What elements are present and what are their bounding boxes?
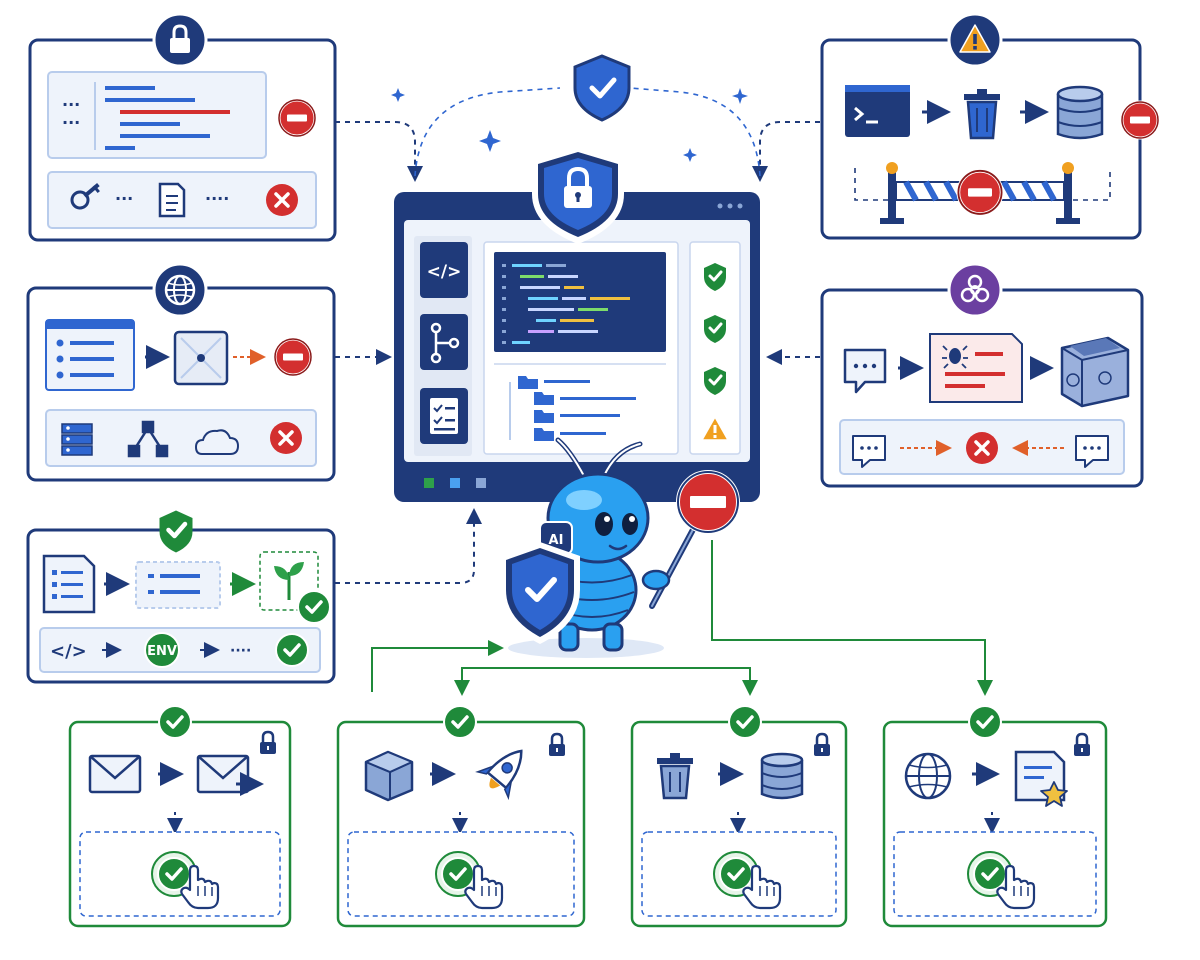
server-icon (61, 423, 93, 456)
chat-bubble-small-icon (852, 435, 886, 468)
barrier-icon (880, 162, 1080, 224)
stop-sign-icon (273, 337, 313, 377)
code-lines: ··· ··· (62, 82, 230, 150)
ai-mascot: AI (500, 437, 740, 658)
lock-shield-icon (532, 146, 624, 244)
status-column (689, 241, 741, 455)
destructive-panel (820, 12, 1160, 240)
git-branch-icon[interactable] (420, 314, 468, 370)
connectors (335, 87, 820, 584)
svg-text:ENV: ENV (147, 644, 177, 659)
quarantine-box-icon (1060, 336, 1130, 408)
approval-card-publish (882, 704, 1108, 928)
trash-icon (657, 753, 693, 800)
cloud-icon (194, 429, 240, 455)
checklist-icon[interactable] (420, 388, 468, 444)
code-icon[interactable]: </> (420, 242, 468, 298)
sapling-icon (259, 551, 332, 625)
document-star-icon (1014, 750, 1068, 807)
approve-button[interactable] (713, 851, 782, 910)
infected-document-icon (929, 333, 1023, 403)
chat-bubble-small-icon (1075, 435, 1109, 468)
warning-badge-icon (947, 12, 1003, 68)
stop-sign-paddle (649, 470, 740, 609)
file-tree (509, 376, 636, 441)
check-badge-icon (967, 704, 1003, 740)
svg-text:···: ··· (62, 113, 80, 132)
code-brackets-icon: </> (50, 641, 87, 662)
svg-text:</>: </> (427, 262, 462, 282)
rocket-icon (475, 749, 523, 801)
sidebar: </> (414, 236, 472, 456)
checklist-doc-icon (42, 554, 96, 614)
chat-bubble-icon (843, 348, 887, 394)
malware-panel (820, 262, 1144, 488)
sparkles (391, 88, 748, 162)
terminal-icon (845, 85, 910, 137)
svg-text:····: ···· (205, 189, 229, 208)
check-badge-icon (442, 704, 478, 740)
stop-sign-icon (277, 98, 317, 138)
document-icon (158, 182, 186, 218)
secrets-panel: ··· ··· ··· ···· (28, 12, 337, 242)
blocked-x-icon (964, 430, 1000, 466)
network-panel (26, 262, 336, 482)
send-mail-icon (196, 754, 264, 796)
stop-sign-icon (1120, 100, 1160, 140)
globe-icon (904, 752, 952, 800)
mascot-shield-icon (500, 542, 580, 644)
check-badge-icon (727, 704, 763, 740)
envelope-icon (88, 754, 142, 794)
lock-badge-icon (152, 12, 208, 68)
approval-card-deploy (336, 704, 586, 928)
approval-card-email (68, 704, 292, 928)
proxy-node-icon (173, 330, 229, 386)
biohazard-badge-icon (947, 262, 1003, 318)
warning-icon (701, 416, 729, 441)
green-connectors (371, 540, 993, 696)
approve-button[interactable] (435, 851, 504, 910)
check-icon (274, 632, 310, 668)
database-icon (760, 752, 804, 800)
center-app-window: </> (394, 146, 760, 502)
cube-icon (364, 750, 414, 802)
database-icon (1056, 85, 1104, 140)
trash-icon (964, 89, 1000, 140)
approval-card-delete (630, 704, 848, 928)
key-icon (70, 183, 100, 210)
config-list-icon (135, 561, 221, 609)
top-check-shield-icon (573, 54, 631, 122)
globe-badge-icon (152, 262, 208, 318)
approve-button[interactable] (967, 851, 1036, 910)
dots: ··· (115, 189, 133, 208)
code-editor (483, 241, 679, 455)
svg-text:···: ··· (62, 95, 80, 114)
blocked-x-icon (264, 182, 300, 218)
check-badge-icon (157, 704, 193, 740)
network-tree-icon (127, 420, 169, 458)
svg-text:····: ···· (230, 643, 251, 659)
browser-list-icon (45, 319, 135, 391)
blocked-x-icon (268, 420, 304, 456)
approve-button[interactable] (151, 851, 220, 910)
svg-text:AI: AI (549, 533, 564, 548)
config-panel: </> ENV ···· (26, 511, 336, 684)
code-lines (502, 264, 630, 344)
env-badge: ENV (144, 632, 180, 668)
